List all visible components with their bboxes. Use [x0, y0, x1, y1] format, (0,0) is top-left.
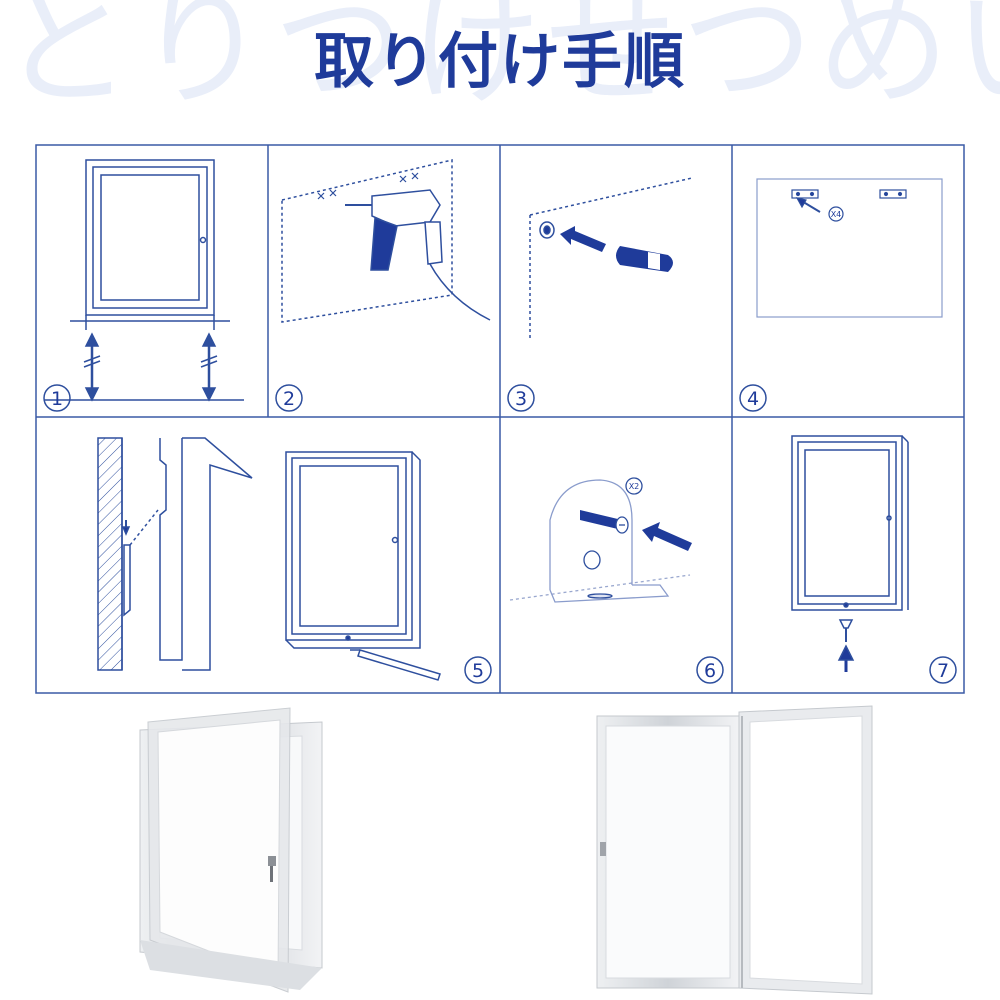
background-watermark-text: とりつけせつめいし	[0, 0, 1000, 118]
step-number-badge	[739, 384, 767, 412]
step-grid	[35, 144, 965, 694]
step-number: 4	[747, 388, 759, 410]
step-number: 1	[51, 388, 63, 410]
step-3-panel: 3	[507, 177, 693, 412]
step-number-badge	[929, 656, 957, 684]
step-number: 3	[515, 388, 527, 410]
step-7-panel: 7	[791, 435, 957, 684]
bottom-screw-icon	[791, 435, 909, 672]
wall-plug-icon	[529, 177, 693, 340]
step-2-panel: 2	[275, 159, 491, 412]
step-number-badge	[43, 384, 71, 412]
quantity-label: X2	[629, 482, 640, 491]
page-title: 取り付け手順	[314, 27, 686, 97]
step-1-panel: 1	[43, 159, 244, 412]
quantity-label: X4	[831, 210, 842, 219]
drill-icon	[281, 159, 491, 323]
frame-alignment-icon	[44, 159, 244, 402]
step-number: 7	[937, 660, 949, 682]
step-number-badge	[507, 384, 535, 412]
step-number-badge	[464, 656, 492, 684]
bracket-screw-icon: X2	[509, 477, 692, 603]
step-4-panel: X4 4	[739, 178, 943, 412]
step-6-panel: X2 6	[509, 477, 724, 684]
step-number: 5	[472, 660, 484, 682]
step-number-badge	[275, 384, 303, 412]
hang-frame-icon	[97, 437, 441, 681]
step-number-badge	[696, 656, 724, 684]
step-number: 6	[704, 660, 716, 682]
open-cabinet-front-photo-icon	[596, 705, 873, 995]
step-5-panel: 5	[97, 437, 492, 684]
bracket-mount-icon: X4	[756, 178, 943, 318]
step-number: 2	[283, 388, 295, 410]
open-cabinet-photo-icon	[139, 707, 323, 993]
